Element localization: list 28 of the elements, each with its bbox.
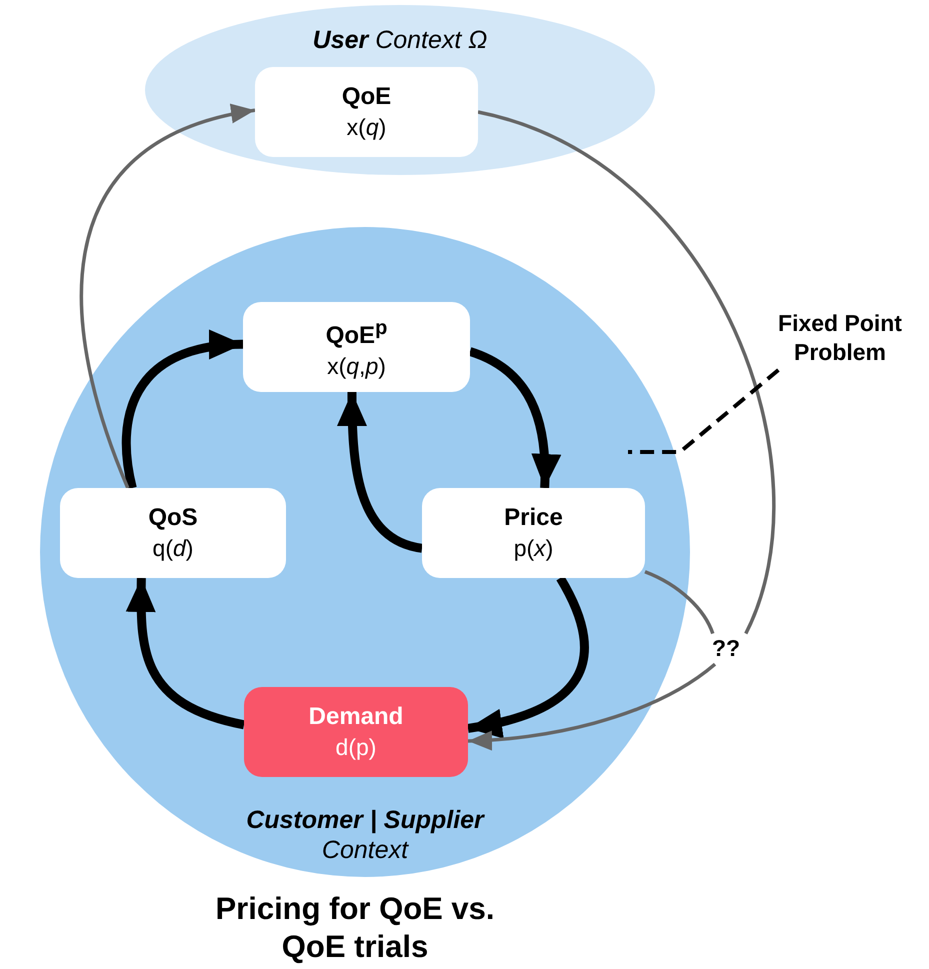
annotation-text: ??	[704, 630, 748, 666]
arrow	[126, 578, 246, 730]
process-box	[422, 488, 645, 578]
formula: p(x)	[514, 534, 554, 563]
process-box	[243, 302, 470, 392]
arrow	[337, 392, 423, 553]
box-title: Price	[504, 503, 563, 533]
formula: x(q,p)	[327, 352, 386, 381]
arrow	[122, 332, 244, 489]
formula: d(p)	[336, 733, 376, 762]
arrow	[80, 106, 256, 489]
formula: q(d)	[152, 534, 194, 563]
process-box	[255, 67, 478, 157]
context-label: User Context Ω	[312, 25, 488, 55]
box-title: QoS	[148, 503, 198, 533]
process-box	[244, 687, 468, 777]
box-title: QoE$^{p}$	[326, 316, 388, 351]
arrow	[468, 347, 560, 488]
annotation-text: Fixed Point Problem	[752, 306, 928, 370]
arrow	[468, 662, 716, 750]
leader-line	[628, 368, 780, 454]
arrow	[467, 576, 589, 738]
process-box	[60, 488, 286, 578]
box-title: QoE	[342, 82, 392, 112]
context-label: Customer | Supplier Context	[245, 805, 486, 865]
formula: x(q)	[346, 113, 386, 142]
box-title: Demand	[308, 702, 404, 732]
caption: Pricing for QoE vs. QoE trials	[215, 890, 495, 966]
